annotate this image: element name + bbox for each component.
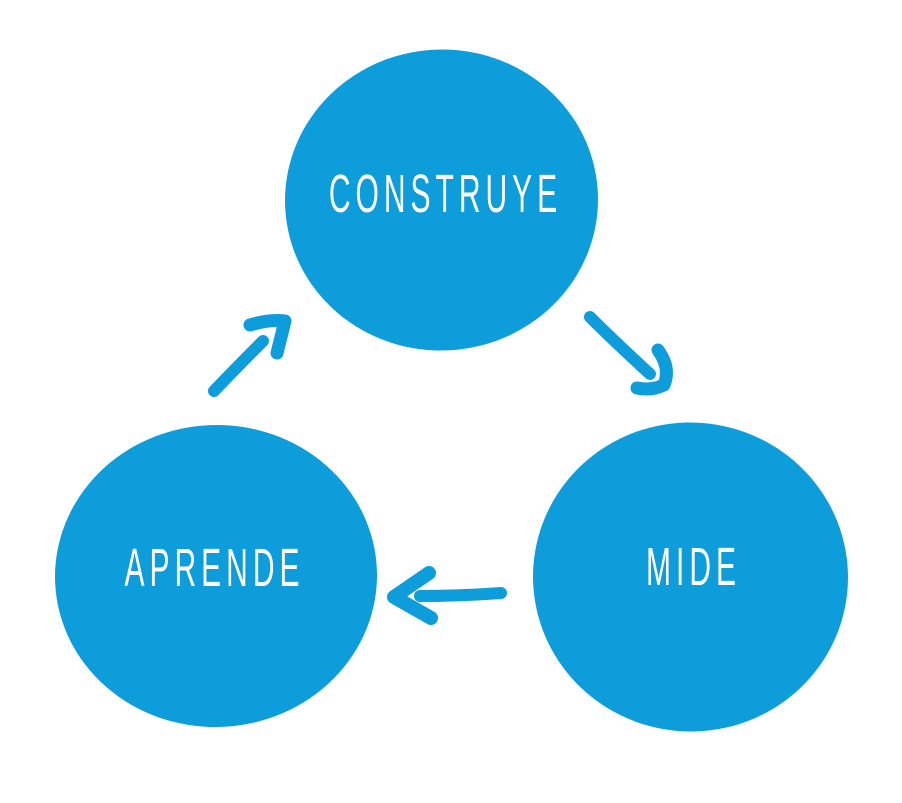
arrow-aprende-to-construye	[208, 314, 292, 397]
arrow-shaft	[414, 587, 507, 602]
arrow-shaft	[208, 335, 269, 397]
arrowhead-icon	[630, 343, 673, 396]
arrowhead-icon	[243, 314, 292, 360]
arrow-shaft	[584, 311, 656, 380]
arrowhead-icon	[387, 566, 438, 625]
node-circle-aprende	[55, 424, 377, 728]
arrow-construye-to-mide	[584, 311, 673, 396]
arrow-mide-to-aprende	[387, 566, 507, 625]
node-circle-construye	[285, 49, 598, 351]
node-circle-mide	[533, 422, 848, 732]
